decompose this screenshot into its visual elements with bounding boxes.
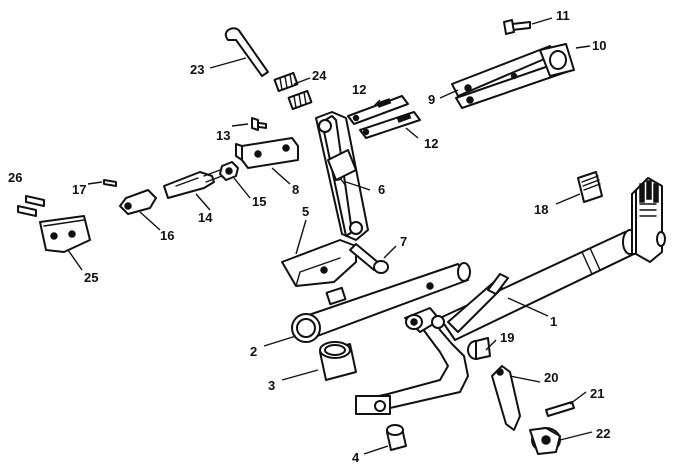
callout-23: 23 bbox=[190, 62, 204, 77]
callout-13: 13 bbox=[216, 128, 230, 143]
part-22-clamp bbox=[529, 427, 561, 455]
part-26-bolts bbox=[17, 195, 45, 217]
part-9-10-strap-assembly bbox=[451, 43, 575, 109]
callout-8: 8 bbox=[292, 182, 299, 197]
callout-19: 19 bbox=[500, 330, 514, 345]
part-23-rod bbox=[224, 27, 269, 77]
callout-20: 20 bbox=[544, 370, 558, 385]
part-2-tube bbox=[291, 262, 471, 343]
callout-5: 5 bbox=[302, 204, 309, 219]
part-1-cross-shaft bbox=[439, 177, 666, 341]
part-8-bracket bbox=[235, 137, 299, 169]
callout-24: 24 bbox=[312, 68, 327, 83]
part-17-bolt bbox=[103, 179, 117, 187]
part-21-pin bbox=[545, 401, 575, 417]
callout-21: 21 bbox=[590, 386, 604, 401]
callout-12-upper: 12 bbox=[352, 82, 366, 97]
part-15-nut bbox=[219, 161, 239, 181]
part-7-pin bbox=[349, 243, 389, 274]
callout-10: 10 bbox=[592, 38, 606, 53]
callout-7: 7 bbox=[400, 234, 407, 249]
part-12-link-lower bbox=[359, 111, 421, 139]
callout-12-lower: 12 bbox=[424, 136, 438, 151]
callout-25: 25 bbox=[84, 270, 98, 285]
part-5-plate bbox=[281, 239, 357, 287]
part-20-arm bbox=[491, 365, 521, 431]
callout-4: 4 bbox=[352, 450, 360, 465]
callout-3: 3 bbox=[268, 378, 275, 393]
part-3-bushing bbox=[319, 341, 357, 381]
part-16-link bbox=[119, 189, 157, 215]
part-24-springs bbox=[273, 71, 313, 111]
callout-14: 14 bbox=[198, 210, 213, 225]
callout-labels: 1 2 3 4 5 6 7 8 9 10 11 12 12 13 14 15 1… bbox=[8, 8, 610, 465]
callout-11: 11 bbox=[556, 8, 570, 23]
part-13-bolt bbox=[251, 117, 267, 131]
leader-lines bbox=[67, 17, 593, 455]
part-6-lever bbox=[315, 111, 369, 241]
part-11-bolt bbox=[503, 19, 531, 35]
part-12-link-upper bbox=[347, 95, 409, 125]
part-25-plate bbox=[39, 215, 91, 253]
part-19-bushing bbox=[467, 337, 491, 360]
part-4-sleeve bbox=[386, 424, 407, 451]
callout-17: 17 bbox=[72, 182, 86, 197]
callout-9: 9 bbox=[428, 92, 435, 107]
callout-15: 15 bbox=[252, 194, 266, 209]
callout-22: 22 bbox=[596, 426, 610, 441]
callout-6: 6 bbox=[378, 182, 385, 197]
callout-16: 16 bbox=[160, 228, 174, 243]
part-1-crank-arm bbox=[355, 273, 509, 415]
part-14-clevis bbox=[163, 169, 223, 199]
callout-2: 2 bbox=[250, 344, 257, 359]
callout-1: 1 bbox=[550, 314, 557, 329]
callout-18: 18 bbox=[534, 202, 548, 217]
callout-26: 26 bbox=[8, 170, 22, 185]
part-18-block bbox=[577, 171, 603, 203]
